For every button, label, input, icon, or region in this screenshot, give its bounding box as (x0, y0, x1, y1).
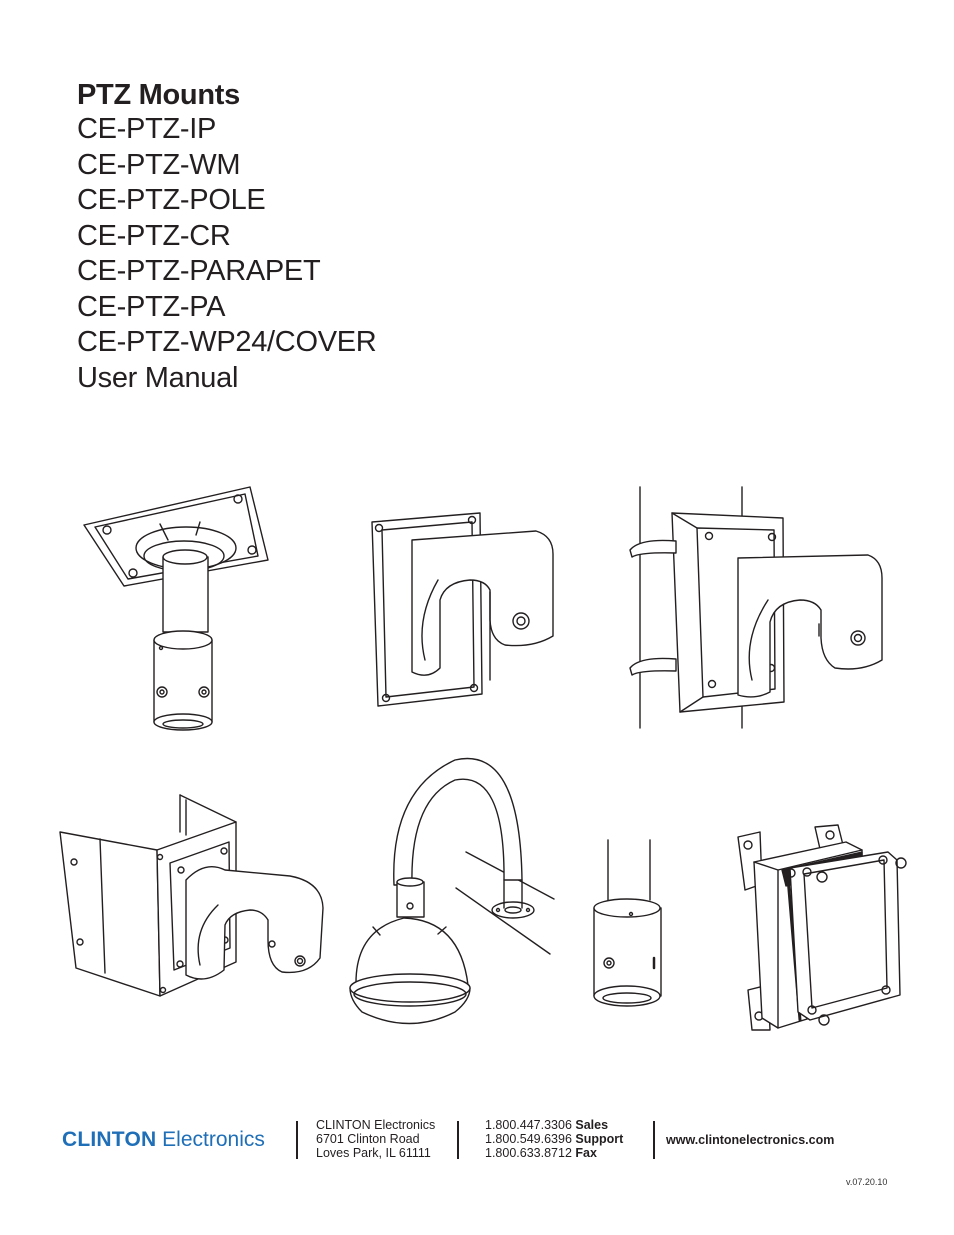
pole-mount-illustration (629, 486, 883, 729)
model-ce-ptz-wm: CE-PTZ-WM (77, 148, 241, 181)
document-heading: PTZ Mounts (77, 79, 240, 111)
model-ce-ptz-parapet: CE-PTZ-PARAPET (77, 255, 321, 287)
parapet-mount-illustration (349, 757, 555, 1025)
junction-box-illustration (737, 824, 907, 1031)
footer-divider (296, 1121, 298, 1159)
footer: CLINTON Electronics CLINTON Electronics … (0, 1115, 954, 1175)
footer-divider (457, 1121, 459, 1159)
version-number: v.07.20.10 (846, 1177, 888, 1187)
model-ce-ptz-cr: CE-PTZ-CR (77, 219, 231, 252)
model-ce-ptz-wp24-cover: CE-PTZ-WP24/COVER (77, 326, 377, 358)
title-block: PTZ Mounts CE-PTZ-IP CE-PTZ-WM CE-PTZ-PO… (77, 78, 377, 396)
wall-mount-illustration (371, 512, 554, 707)
model-ce-ptz-ip: CE-PTZ-IP (77, 113, 217, 145)
phone-numbers: 1.800.447.3306 Sales 1.800.549.6396 Supp… (485, 1118, 624, 1160)
corner-mount-illustration (59, 794, 324, 997)
document-subtitle: User Manual (77, 361, 239, 394)
ceiling-mount-illustration (83, 486, 269, 731)
company-address: CLINTON Electronics 6701 Clinton Road Lo… (316, 1118, 436, 1160)
website-link[interactable]: www.clintonelectronics.com (666, 1133, 835, 1147)
model-ce-ptz-pa: CE-PTZ-PA (77, 290, 226, 323)
pendant-adapter-illustration (593, 839, 662, 1007)
clinton-logo: CLINTON Electronics (62, 1128, 265, 1151)
model-ce-ptz-pole: CE-PTZ-POLE (77, 184, 266, 216)
footer-divider (653, 1121, 655, 1159)
